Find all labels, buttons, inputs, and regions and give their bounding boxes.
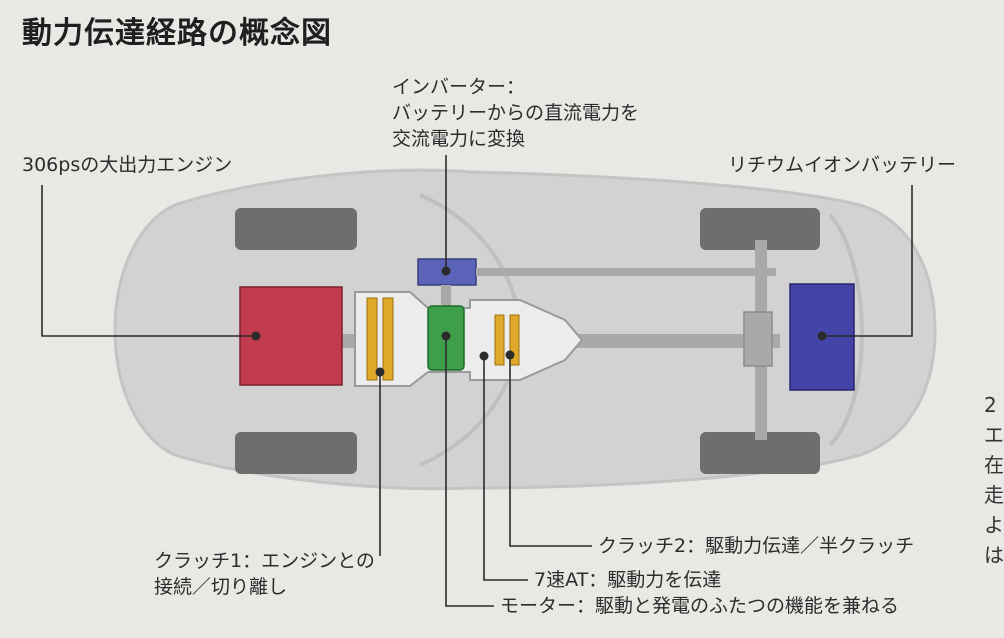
leader-motor <box>445 336 494 607</box>
inverter-cable <box>476 268 776 276</box>
inverter-motor-link <box>441 285 451 307</box>
label-clutch2: クラッチ2：駆動力伝達／半クラッチ <box>598 535 915 557</box>
dot-engine <box>251 331 261 341</box>
label-battery: リチウムイオンバッテリー <box>728 154 957 176</box>
adjacent-body-text: 2 エ 在 走 よ は <box>984 390 1004 570</box>
page-title: 動力伝達経路の概念図 <box>22 16 332 51</box>
clutch2-plate-b <box>509 314 520 366</box>
clutch1-plate-a <box>366 297 378 381</box>
leader-battery <box>822 185 913 337</box>
side-text-char: エ <box>984 423 1004 447</box>
label-inverter-line: インバーター： <box>392 76 526 98</box>
leader-engine <box>41 185 256 337</box>
dot-clutch1 <box>375 367 385 377</box>
dot-transmission <box>479 351 489 361</box>
dot-clutch2 <box>505 350 515 360</box>
side-text-char: よ <box>984 513 1004 537</box>
leader-dots <box>251 266 827 377</box>
dot-inverter <box>441 266 451 276</box>
side-text-char: 走 <box>984 483 1004 507</box>
label-motor: モーター：駆動と発電のふたつの機能を兼ねる <box>500 595 900 617</box>
side-text-char: 在 <box>984 453 1004 477</box>
label-engine: 306psの大出力エンジン <box>22 154 233 176</box>
tire-rear-left <box>700 208 820 250</box>
label-transmission: 7速AT：駆動力を伝達 <box>534 569 722 591</box>
tire-rear-right <box>700 432 820 474</box>
label-inverter: インバーター： バッテリーからの直流電力を 交流電力に変換 <box>392 74 639 152</box>
rear-differential <box>743 311 773 367</box>
label-inverter-line: 交流電力に変換 <box>392 128 526 150</box>
dot-motor <box>441 331 451 341</box>
side-text-char: 2 <box>984 393 997 417</box>
leader-lines <box>41 155 913 607</box>
label-clutch1-line: クラッチ1：エンジンとの <box>154 550 375 572</box>
label-inverter-line: バッテリーからの直流電力を <box>392 102 640 124</box>
clutch1-plate-b <box>382 297 394 381</box>
rear-window-outline <box>828 213 864 447</box>
leader-clutch2 <box>509 355 592 547</box>
side-text-char: は <box>984 543 1004 567</box>
tire-front-right <box>235 432 357 474</box>
clutch2-plate-a <box>494 314 505 366</box>
label-clutch1: クラッチ1：エンジンとの 接続／切り離し <box>154 548 375 600</box>
dot-battery <box>817 331 827 341</box>
tire-front-left <box>235 208 357 250</box>
leader-transmission <box>483 356 528 581</box>
label-clutch1-line: 接続／切り離し <box>154 576 288 598</box>
